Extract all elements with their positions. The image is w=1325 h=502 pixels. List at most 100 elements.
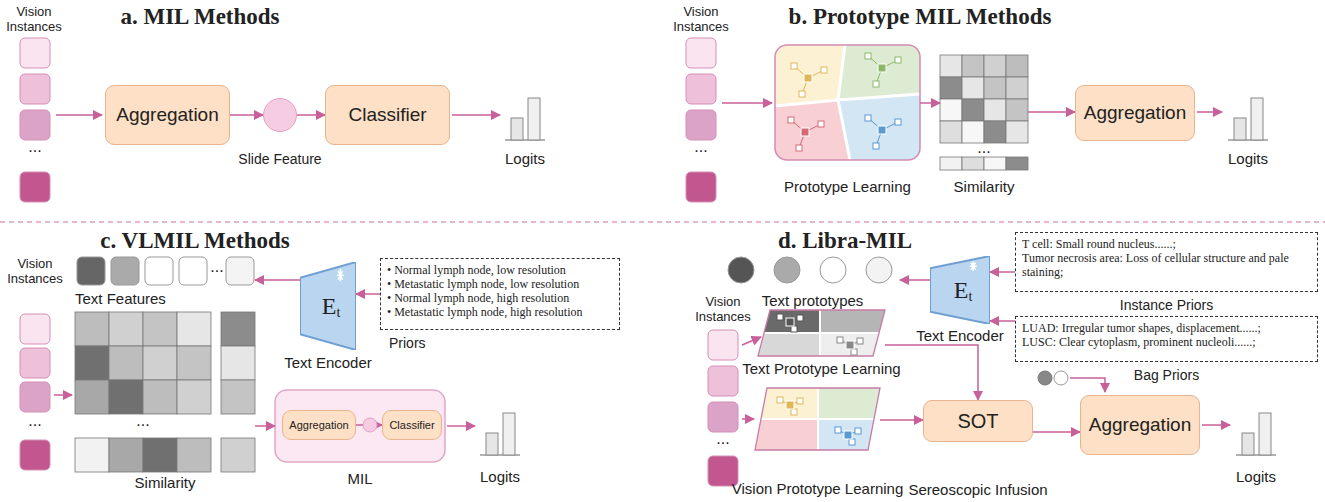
bag-prototype <box>1054 371 1068 385</box>
similarity-cell <box>143 346 177 380</box>
similarity-cell <box>177 312 211 346</box>
shape-caption: Prototype Learning <box>784 178 911 195</box>
node-content: Classifier <box>383 411 441 439</box>
instance-square <box>708 330 738 360</box>
similarity-cell <box>962 157 984 170</box>
process-box: Classifier <box>325 85 450 145</box>
layout-arrows <box>742 418 754 420</box>
prior-list: T cell: Small round nucleus......;Tumor … <box>1016 233 1317 283</box>
instance-square <box>686 38 716 68</box>
cluster-point <box>873 81 879 87</box>
prior-box: T cell: Small round nucleus......;Tumor … <box>1015 232 1318 292</box>
instance-square <box>20 172 50 202</box>
similarity-cell <box>940 157 962 170</box>
layout-arrows <box>1202 424 1230 426</box>
similarity-cell <box>962 121 984 143</box>
text-prototype <box>820 257 846 283</box>
shape-caption: Similarity <box>954 178 1015 195</box>
similarity-cell <box>984 121 1006 143</box>
layout-arrows <box>1070 378 1105 392</box>
node-content: Et <box>300 262 356 350</box>
prior-item: • Normal lymph node, low resolution <box>387 263 613 277</box>
layout-arrows <box>742 337 761 345</box>
logit-bar <box>1259 413 1271 455</box>
similarity-cell <box>221 380 255 414</box>
cluster-point <box>849 439 855 445</box>
ellipsis: ... <box>28 140 41 154</box>
layout-arrows <box>722 102 772 104</box>
shape-caption: Instance Priors <box>1120 297 1213 313</box>
similarity-cell <box>143 312 177 346</box>
cluster-center <box>844 431 852 439</box>
layout-arrows <box>56 114 102 116</box>
prior-item: • Normal lymph node, high resolution <box>387 291 613 305</box>
instance-square <box>20 314 50 344</box>
similarity-cell <box>940 121 962 143</box>
process-box: Aggregation <box>1075 85 1195 141</box>
prototype-map-border <box>775 45 920 160</box>
mil-module: MILAggregationClassifier <box>275 390 445 462</box>
instance-square <box>686 172 716 202</box>
bag-prototype <box>1038 371 1052 385</box>
node-text: Aggregation <box>1084 102 1186 124</box>
shape-caption: Text Prototype Learning <box>742 360 900 377</box>
cluster-point <box>873 143 879 149</box>
prior-list: • Normal lymph node, low resolution• Met… <box>381 259 619 323</box>
similarity-cell <box>221 312 255 346</box>
shape-caption: Text Features <box>75 290 166 307</box>
similarity-cell <box>75 380 109 414</box>
figure-region: Text prototypes <box>725 256 900 288</box>
panel-title: b. Prototype MIL Methods <box>789 4 1052 30</box>
text-feature <box>179 257 207 285</box>
similarity-cell <box>177 438 211 472</box>
ellipsis: ... <box>694 140 707 154</box>
similarity-cell <box>940 55 962 77</box>
similarity-cell <box>962 77 984 99</box>
prior-item: • Metastatic lymph node, low resolution <box>387 277 613 291</box>
vision-prototype-map-border <box>755 388 880 450</box>
shape-caption: Sereoscopic Infusion <box>908 481 1047 498</box>
prototype-map <box>775 45 845 106</box>
cluster-point <box>777 314 783 320</box>
similarity-cell <box>984 99 1006 121</box>
ellipsis: ... <box>716 432 729 446</box>
figure-region: Prototype Learning <box>775 45 920 160</box>
instance-square <box>686 110 716 140</box>
logit-bar <box>486 433 498 455</box>
frozen-icon <box>970 261 977 271</box>
ellipsis: ... <box>210 260 223 274</box>
shape-caption: Bag Priors <box>1134 367 1199 383</box>
figure-region: Text Features <box>75 256 255 286</box>
node-text: Aggregation <box>1089 414 1191 436</box>
text-feature <box>145 257 173 285</box>
prior-item: Tumor necrosis area: Loss of cellular st… <box>1022 251 1311 279</box>
similarity-cell <box>221 438 255 472</box>
connector-arrow <box>1033 431 1080 433</box>
similarity-cell <box>1006 157 1028 170</box>
cluster-point <box>818 121 824 127</box>
node-content: Classifier <box>326 86 449 144</box>
cluster-point <box>796 145 802 151</box>
node-text: Aggregation <box>116 104 218 126</box>
text-prototype-map <box>750 310 890 356</box>
feature-dot <box>363 418 377 432</box>
cluster-center <box>786 318 794 326</box>
cluster-center <box>786 401 794 409</box>
connector-arrow <box>230 114 263 116</box>
similarity-cell <box>109 380 143 414</box>
node-text: Classifier <box>348 104 426 126</box>
cluster-point <box>895 57 901 63</box>
process-box: Aggregation <box>1080 395 1200 455</box>
process-box: Aggregation <box>282 410 356 440</box>
shape-caption: Text Encoder <box>284 354 372 371</box>
logit-bar <box>1251 98 1263 140</box>
similarity-cell <box>177 346 211 380</box>
input-label: Vision Instances <box>691 294 755 324</box>
node-content: Et <box>930 256 990 324</box>
similarity-cell <box>109 312 143 346</box>
input-label: Vision Instances <box>669 4 733 34</box>
ellipsis: ... <box>977 141 990 155</box>
vision-prototype-map <box>818 419 888 450</box>
instance-square <box>708 366 738 396</box>
